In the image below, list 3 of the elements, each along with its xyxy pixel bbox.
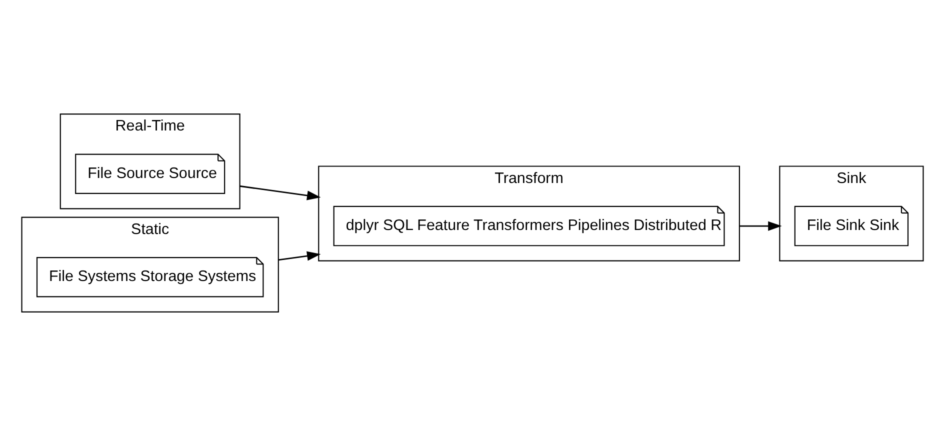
arrow	[278, 250, 321, 260]
arrow	[739, 220, 782, 230]
arrow	[240, 184, 321, 200]
